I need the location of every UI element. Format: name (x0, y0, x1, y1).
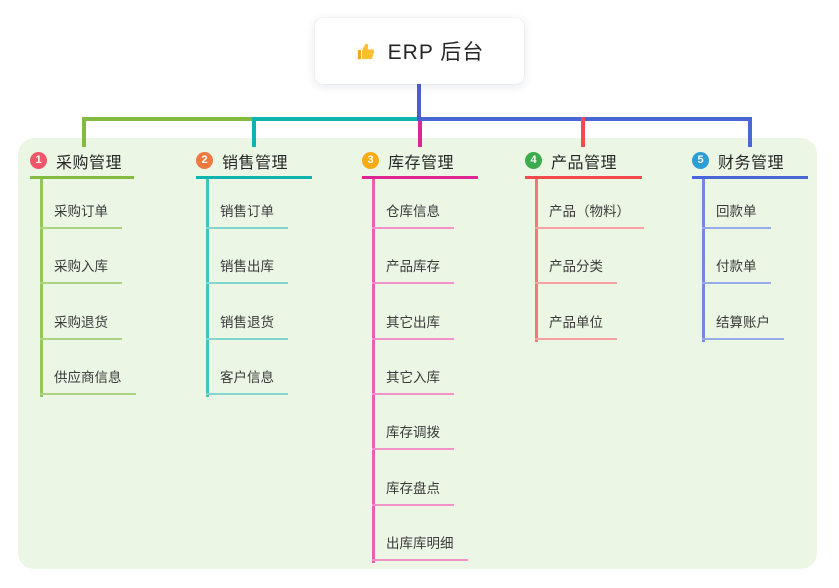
branch-node-2[interactable]: 2 销售管理 (196, 148, 312, 179)
connector-drop-5 (748, 117, 752, 147)
connector-drop-1 (82, 117, 86, 147)
branch-index-badge: 5 (692, 152, 709, 169)
branch-5: 5 财务管理 (692, 148, 808, 179)
branch-node-5[interactable]: 5 财务管理 (692, 148, 808, 179)
connector-drop-3 (418, 121, 422, 147)
leaf-node[interactable]: 产品（物料） (535, 202, 644, 229)
leaf-node[interactable]: 产品分类 (535, 257, 617, 284)
branch-node-label: 库存管理 (388, 154, 455, 172)
leaf-node[interactable]: 出库库明细 (372, 534, 468, 561)
branch-4: 4 产品管理 (525, 148, 642, 179)
branch-1: 1 采购管理 (30, 148, 134, 179)
leaf-node[interactable]: 其它出库 (372, 313, 454, 340)
connector-branch-2 (252, 117, 419, 121)
branch-index-badge: 1 (30, 152, 47, 169)
leaf-node[interactable]: 其它入库 (372, 368, 454, 395)
leaf-node[interactable]: 采购订单 (40, 202, 122, 229)
branch-index-badge: 3 (362, 152, 379, 169)
branch-node-3[interactable]: 3 库存管理 (362, 148, 478, 179)
branch-rail (372, 179, 375, 563)
branch-index-badge: 4 (525, 152, 542, 169)
thumbs-up-icon (355, 40, 378, 63)
leaf-node[interactable]: 产品库存 (372, 257, 454, 284)
branch-node-label: 产品管理 (551, 154, 618, 172)
mindmap-canvas (18, 138, 817, 569)
leaf-node[interactable]: 库存盘点 (372, 479, 454, 506)
root-node-label: ERP 后台 (387, 41, 485, 64)
leaf-node[interactable]: 采购退货 (40, 313, 122, 340)
branch-rail (702, 179, 705, 342)
branch-node-label: 财务管理 (718, 154, 785, 172)
branch-node-label: 采购管理 (56, 154, 123, 172)
leaf-node[interactable]: 供应商信息 (40, 368, 136, 395)
branch-rail (40, 179, 43, 397)
leaf-node[interactable]: 回款单 (702, 202, 771, 229)
leaf-node[interactable]: 仓库信息 (372, 202, 454, 229)
leaf-node[interactable]: 销售退货 (206, 313, 288, 340)
leaf-node[interactable]: 销售出库 (206, 257, 288, 284)
connector-drop-4 (581, 117, 585, 147)
connector-branch-1 (82, 117, 256, 121)
branch-2: 2 销售管理 (196, 148, 312, 179)
branch-rail (535, 179, 538, 342)
branch-rail (206, 179, 209, 397)
root-node[interactable]: ERP 后台 (315, 18, 524, 84)
connector-drop-2 (252, 117, 256, 147)
leaf-node[interactable]: 产品单位 (535, 313, 617, 340)
leaf-node[interactable]: 结算账户 (702, 313, 784, 340)
branch-node-1[interactable]: 1 采购管理 (30, 148, 134, 179)
leaf-node[interactable]: 客户信息 (206, 368, 288, 395)
connector-root (417, 84, 421, 121)
branch-node-label: 销售管理 (222, 154, 289, 172)
leaf-node[interactable]: 库存调拨 (372, 423, 454, 450)
leaf-node[interactable]: 付款单 (702, 257, 771, 284)
branch-node-4[interactable]: 4 产品管理 (525, 148, 642, 179)
leaf-node[interactable]: 销售订单 (206, 202, 288, 229)
branch-index-badge: 2 (196, 152, 213, 169)
leaf-node[interactable]: 采购入库 (40, 257, 122, 284)
branch-3: 3 库存管理 (362, 148, 478, 179)
